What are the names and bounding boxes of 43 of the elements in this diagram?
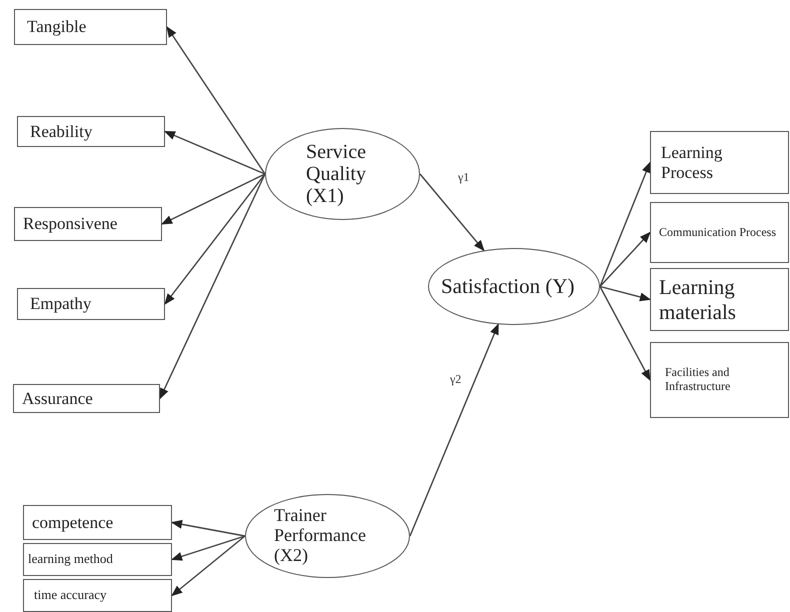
arrow [170, 520, 246, 537]
arrow [159, 174, 266, 400]
indicator-box [23, 543, 172, 576]
arrow [599, 286, 651, 381]
indicator-box [650, 342, 789, 418]
edge-label: γ1 [458, 170, 470, 185]
arrow [166, 26, 266, 174]
node-text: Assurance [22, 388, 94, 408]
indicator-box [23, 579, 172, 612]
node-text: competence [32, 512, 114, 532]
node-text: learning method [28, 552, 114, 567]
node-text: Reability [30, 122, 94, 142]
arrow [409, 323, 499, 536]
node-text: Satisfaction (Y) [441, 274, 576, 298]
indicator-box [650, 268, 789, 331]
node-text: Responsivene [23, 214, 118, 234]
arrow [419, 174, 485, 252]
arrow [599, 232, 651, 287]
indicator-box [23, 505, 172, 540]
node-text: Tangible [27, 17, 88, 37]
indicator-box [14, 9, 167, 45]
indicator-box [17, 116, 165, 147]
arrow [164, 130, 266, 175]
indicator-box [14, 207, 162, 241]
arrow [600, 286, 652, 302]
node-text: Learning Process [661, 142, 724, 182]
indicator-box [13, 384, 160, 413]
indicator-box [17, 288, 165, 320]
arrow [164, 174, 266, 305]
node-text: Communication Process [659, 226, 777, 240]
node-text: Service Quality (X1) [306, 141, 367, 207]
node-text: Trainer Performance (X2) [274, 506, 367, 566]
node-text: time accuracy [34, 588, 108, 603]
arrow [170, 535, 246, 561]
node-text: Empathy [30, 294, 92, 314]
node-text: Learning materials [659, 275, 737, 324]
arrow [599, 161, 651, 287]
node-text: Facilities and Infrastructure [665, 366, 732, 394]
edge-label: γ2 [450, 372, 462, 387]
arrow [161, 173, 266, 225]
arrow [171, 535, 246, 596]
indicator-box [650, 202, 789, 263]
indicator-box [650, 131, 789, 194]
